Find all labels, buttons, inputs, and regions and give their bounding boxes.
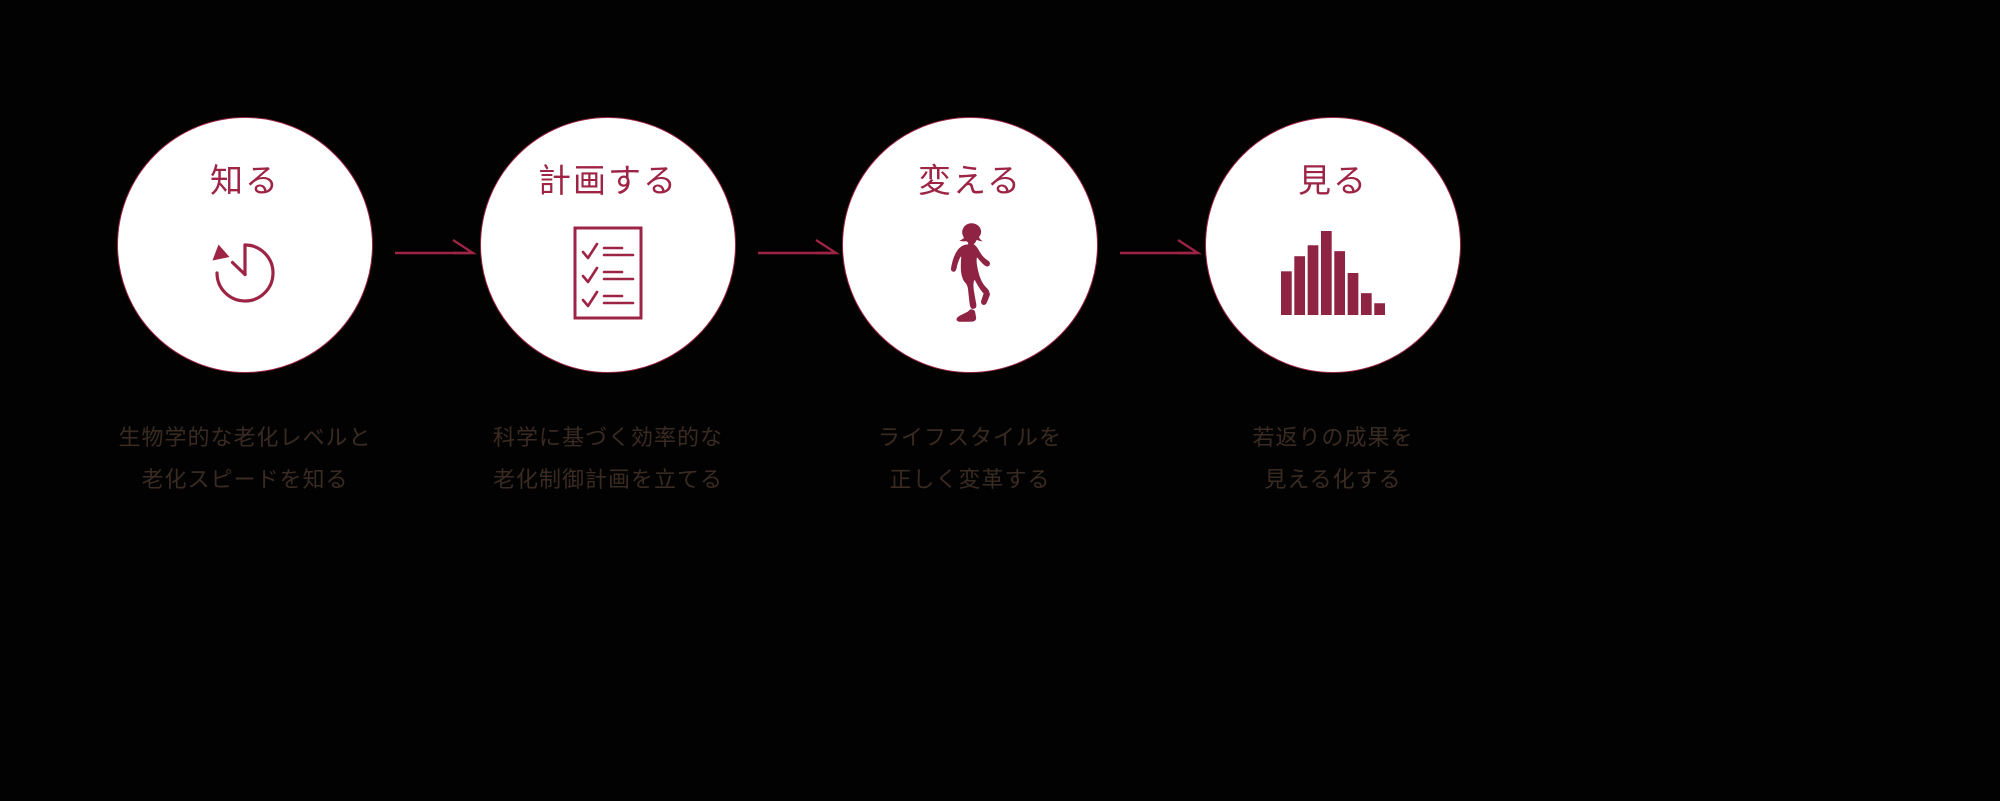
arrow-step1-to-step2: [393, 238, 479, 262]
bar-5: [1334, 251, 1346, 315]
step-3-caption-line1: ライフスタイルを: [877, 426, 1062, 451]
step-4-caption-line1: 若返りの成果を: [1252, 426, 1414, 451]
step-1-title: 知る: [210, 161, 280, 200]
step-3-title: 変える: [917, 161, 1022, 200]
bar-4: [1320, 231, 1332, 315]
bar-8: [1374, 303, 1385, 315]
process-step-3[interactable]: 変える ライフスタイルを 正しく変革する: [820, 117, 1120, 493]
step-2-title: 計画する: [538, 161, 678, 200]
step-4-icon-wrap: [1206, 218, 1460, 328]
step-4-circle[interactable]: 見る: [1205, 117, 1461, 373]
step-1-icon-wrap: [118, 218, 372, 328]
step-1-caption: 生物学的な老化レベルと 老化スピードを知る: [95, 418, 395, 502]
step-3-icon-wrap: [843, 218, 1097, 328]
step-4-caption-line2: 見える化する: [1264, 468, 1402, 493]
bar-3: [1307, 245, 1319, 315]
bar-1: [1281, 271, 1292, 315]
step-1-circle[interactable]: 知る: [117, 117, 373, 373]
bar-2: [1294, 256, 1306, 315]
bar-7: [1360, 293, 1372, 315]
process-step-1[interactable]: 知る 生物学的な老化レベルと 老化スピードを知る: [95, 117, 395, 493]
step-2-caption: 科学に基づく効率的な 老化制御計画を立てる: [458, 418, 758, 502]
clock-rotate-icon: [199, 227, 291, 319]
checklist-icon: [566, 224, 650, 322]
running-person-icon: [933, 221, 1007, 325]
step-2-caption-line1: 科学に基づく効率的な: [492, 426, 723, 451]
step-4-caption: 若返りの成果を 見える化する: [1183, 418, 1483, 502]
step-4-title: 見る: [1298, 161, 1368, 200]
arrow-step3-to-step4: [1118, 238, 1204, 262]
step-2-caption-line2: 老化制御計画を立てる: [492, 468, 723, 493]
bar-chart-icon: [1281, 231, 1385, 315]
step-2-icon-wrap: [481, 218, 735, 328]
step-2-circle[interactable]: 計画する: [480, 117, 736, 373]
process-step-4[interactable]: 見る 若返りの成果を 見える化する: [1183, 117, 1483, 493]
step-3-circle[interactable]: 変える: [842, 117, 1098, 373]
step-1-caption-line2: 老化スピードを知る: [141, 468, 349, 493]
bar-6: [1347, 273, 1359, 315]
step-3-caption: ライフスタイルを 正しく変革する: [820, 418, 1120, 502]
step-3-caption-line2: 正しく変革する: [889, 468, 1051, 493]
arrow-step2-to-step3: [756, 238, 842, 262]
process-step-2[interactable]: 計画する: [458, 117, 758, 493]
step-1-caption-line1: 生物学的な老化レベルと: [118, 426, 372, 451]
